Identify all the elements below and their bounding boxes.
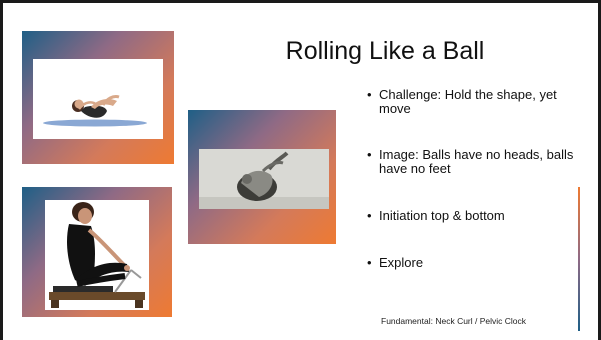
- photo-reformer-seated-stretch: [45, 200, 149, 310]
- photo-mat-rolling-like-a-ball: [33, 59, 163, 139]
- slide-title: Rolling Like a Ball: [285, 37, 485, 65]
- bullet-item: Initiation top & bottom: [367, 209, 577, 224]
- footnote: Fundamental: Neck Curl / Pelvic Clock: [381, 316, 527, 326]
- accent-line: [578, 187, 580, 331]
- photo-vintage-ball-shape: [199, 149, 329, 209]
- bullet-list: Challenge: Hold the shape, yet move Imag…: [367, 88, 577, 271]
- bullet-item: Challenge: Hold the shape, yet move: [367, 88, 577, 116]
- bullet-item: Explore: [367, 256, 577, 271]
- bullet-item: Image: Balls have no heads, balls have n…: [367, 148, 577, 176]
